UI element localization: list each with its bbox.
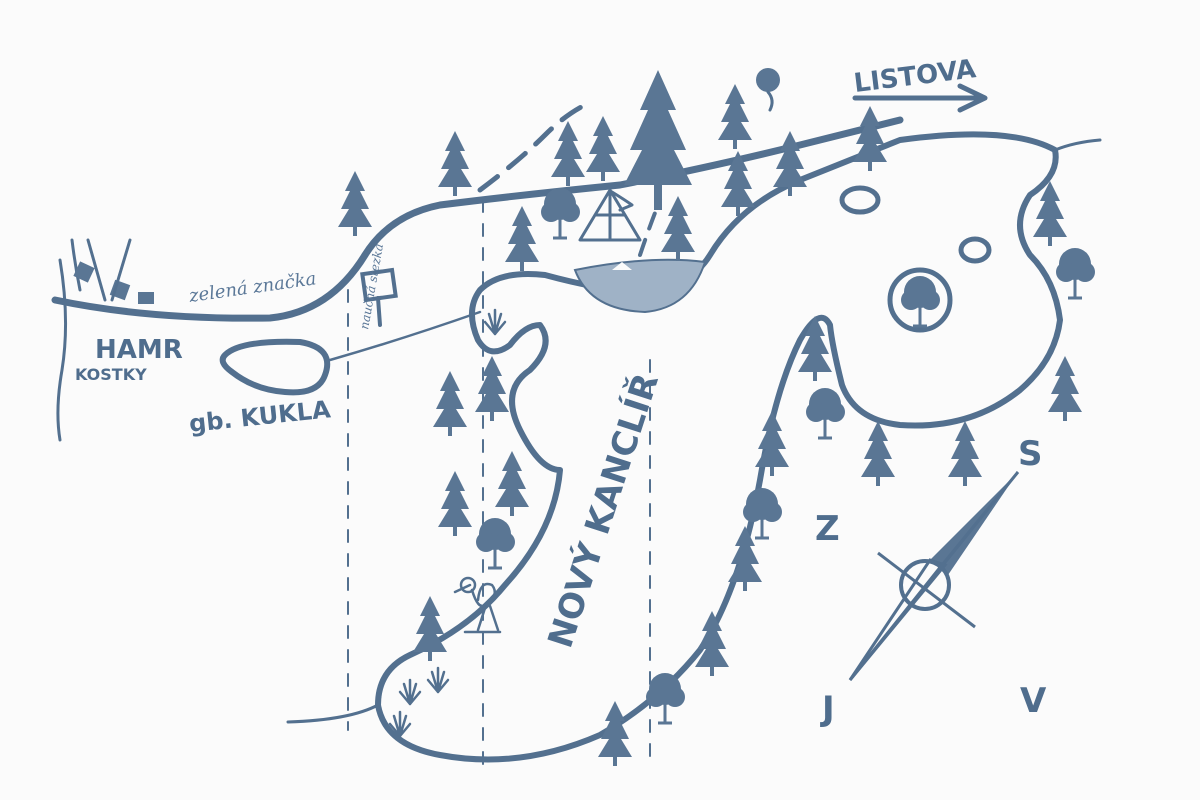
campsite-icon [578, 188, 642, 270]
tree-icon [505, 206, 539, 271]
tree-icon [433, 371, 467, 436]
tree-icon [798, 316, 832, 381]
tree-icon [853, 106, 887, 171]
island-1 [839, 185, 881, 215]
tree-icon [728, 526, 762, 591]
label-zelena-znacka: zelená značka [187, 268, 318, 307]
label-hamr: HAMR [95, 335, 183, 365]
forest [338, 84, 1082, 766]
compass-rose-icon [848, 471, 1020, 681]
label-lake: NOVÝ KANCLÍŘ [540, 368, 667, 652]
compass-west: Z [815, 509, 840, 549]
kukla-pond [219, 338, 331, 396]
tree-icon [718, 84, 752, 149]
label-listova: LISTOVA [852, 54, 977, 99]
tree-icon [861, 421, 895, 486]
lake [375, 131, 1063, 763]
deciduous-tree-icon [474, 516, 517, 570]
tree-icon [948, 421, 982, 486]
tree-icon [495, 451, 529, 516]
tree-icon [624, 70, 692, 210]
tree-icon [695, 611, 729, 676]
tree-icon [661, 196, 695, 261]
compass-south: J [820, 689, 835, 729]
streams [56, 138, 1102, 724]
label-kukla: gb. KUKLA [188, 395, 333, 438]
compass-north: S [1018, 434, 1043, 474]
compass-east: V [1020, 681, 1047, 721]
deciduous-tree-icon [1054, 246, 1097, 300]
deciduous-tree-icon [644, 671, 687, 725]
tree-icon [1048, 356, 1082, 421]
marker-icon [756, 68, 780, 112]
label-kostky: KOSTKY [75, 365, 147, 384]
heron-icon [453, 576, 502, 634]
tree-icon [338, 171, 372, 236]
deciduous-tree-icon [539, 186, 582, 240]
signpost-icon [360, 267, 398, 327]
tree-icon [773, 131, 807, 196]
tree-icon [438, 131, 472, 196]
tree-icon [586, 116, 620, 181]
tree-icon [755, 411, 789, 476]
tree-icon [551, 121, 585, 186]
island-2 [958, 236, 992, 264]
tree-icon [438, 471, 472, 536]
trails [347, 102, 662, 771]
tree-icon [413, 596, 447, 661]
houses-icon [73, 238, 154, 304]
tree-icon [475, 356, 509, 421]
deciduous-tree-icon [804, 386, 847, 440]
arrow-icon [852, 83, 988, 113]
